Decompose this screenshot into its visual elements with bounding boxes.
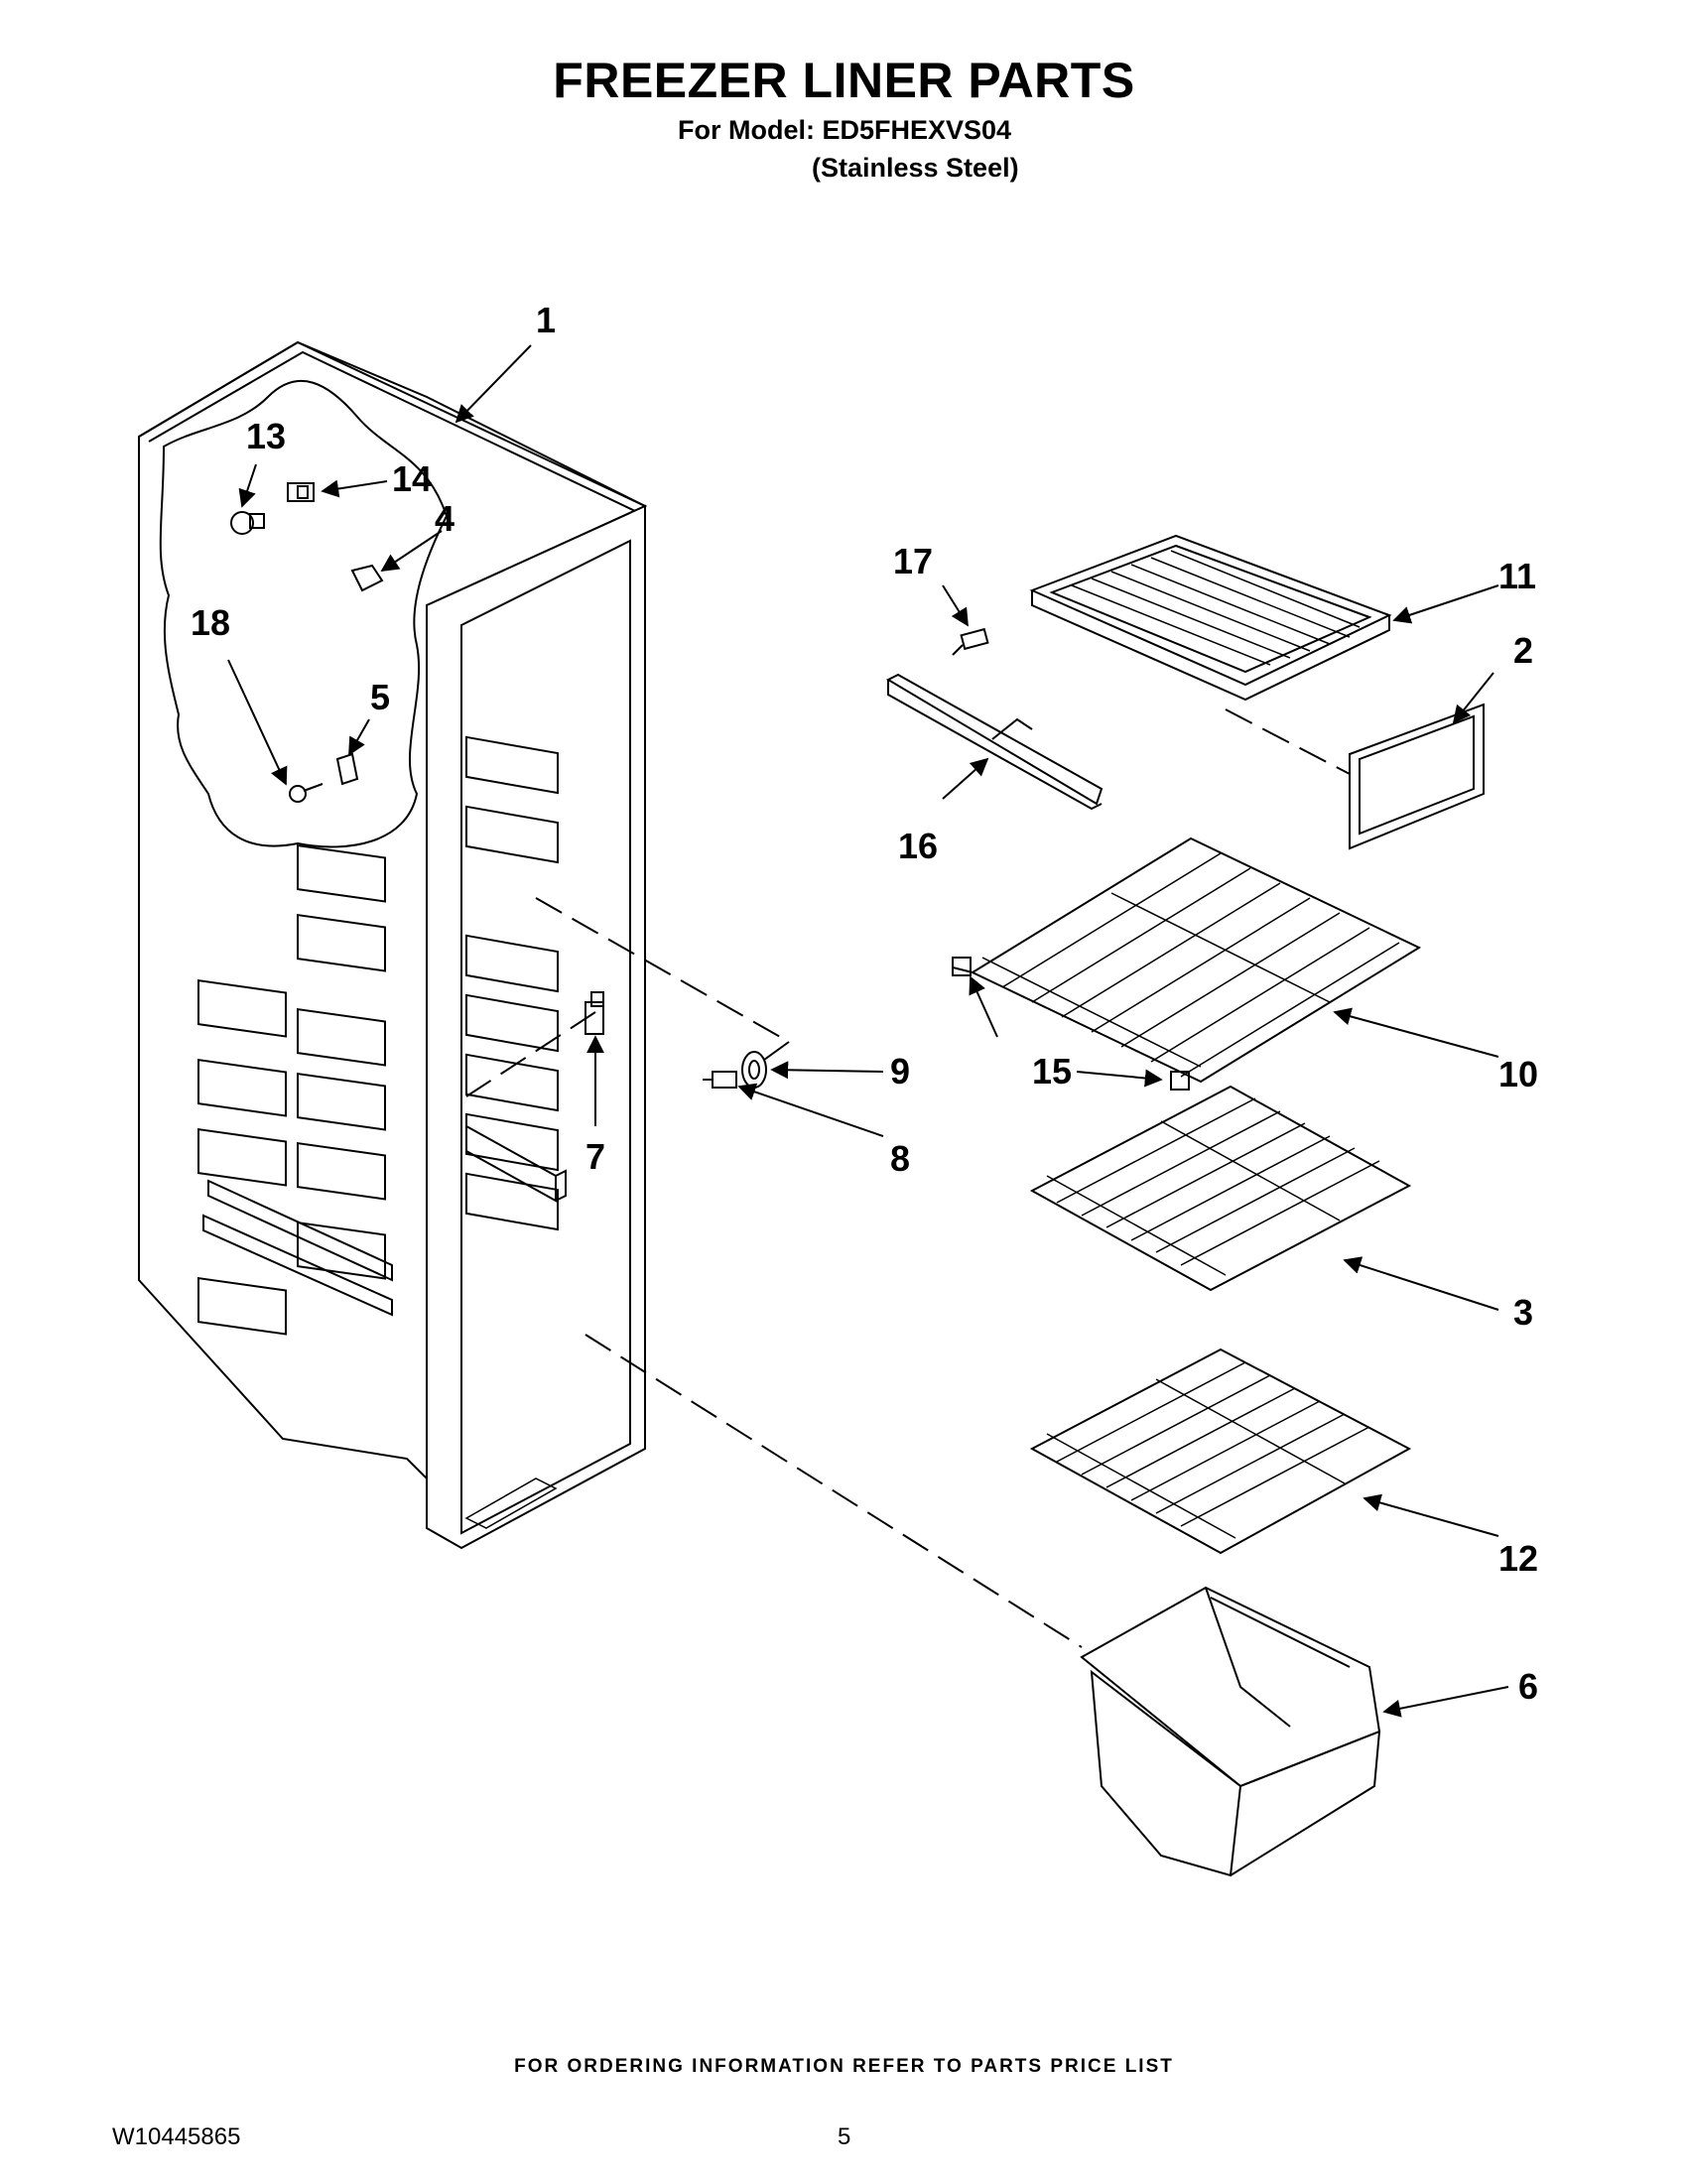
ordering-note: FOR ORDERING INFORMATION REFER TO PARTS … [514, 2056, 1174, 2077]
callout-3: 3 [1513, 1292, 1533, 1333]
shelf-stud-15a [952, 957, 972, 976]
page-title: FREEZER LINER PARTS [553, 53, 1135, 108]
bracket [335, 752, 359, 786]
light-bulb [230, 511, 265, 535]
glass-shelf-insert [1349, 703, 1485, 850]
callout-2: 2 [1513, 630, 1533, 671]
callout-5: 5 [370, 677, 390, 717]
screw-18 [289, 783, 324, 803]
light-socket [287, 482, 315, 502]
callout-7: 7 [585, 1136, 605, 1177]
callout-11: 11 [1498, 556, 1536, 596]
shelf-rail [885, 673, 1104, 811]
callout-15: 15 [1032, 1051, 1072, 1092]
callout-6: 6 [1518, 1666, 1538, 1707]
callout-13: 13 [246, 416, 286, 456]
freezer-liner [138, 340, 648, 1550]
model-line: For Model: ED5FHEXVS04 [678, 115, 1012, 145]
callout-4: 4 [435, 498, 454, 539]
callout-17: 17 [893, 541, 933, 581]
top-shelf-frame [1029, 534, 1392, 702]
wire-shelf-3 [1029, 1085, 1412, 1292]
callout-12: 12 [1498, 1538, 1538, 1579]
page-number: 5 [838, 2123, 851, 2150]
callout-14: 14 [392, 458, 432, 499]
callout-16: 16 [898, 826, 938, 866]
variant-line: (Stainless Steel) [812, 153, 1019, 183]
freezer-basket [1080, 1586, 1381, 1877]
washer-9 [741, 1051, 767, 1089]
wire-shelf-10 [952, 836, 1422, 1084]
screw-17 [952, 627, 989, 656]
document-number: W10445865 [112, 2123, 241, 2150]
shelf-stud-15b [1170, 1071, 1190, 1091]
damper-clip [350, 564, 384, 592]
wire-shelf-12 [1029, 1348, 1412, 1555]
callout-10: 10 [1498, 1054, 1538, 1094]
shelf-screw-8 [703, 1071, 737, 1089]
callout-1: 1 [536, 300, 556, 340]
callout-18: 18 [191, 602, 230, 643]
callout-8: 8 [890, 1138, 910, 1179]
callout-9: 9 [890, 1051, 910, 1092]
